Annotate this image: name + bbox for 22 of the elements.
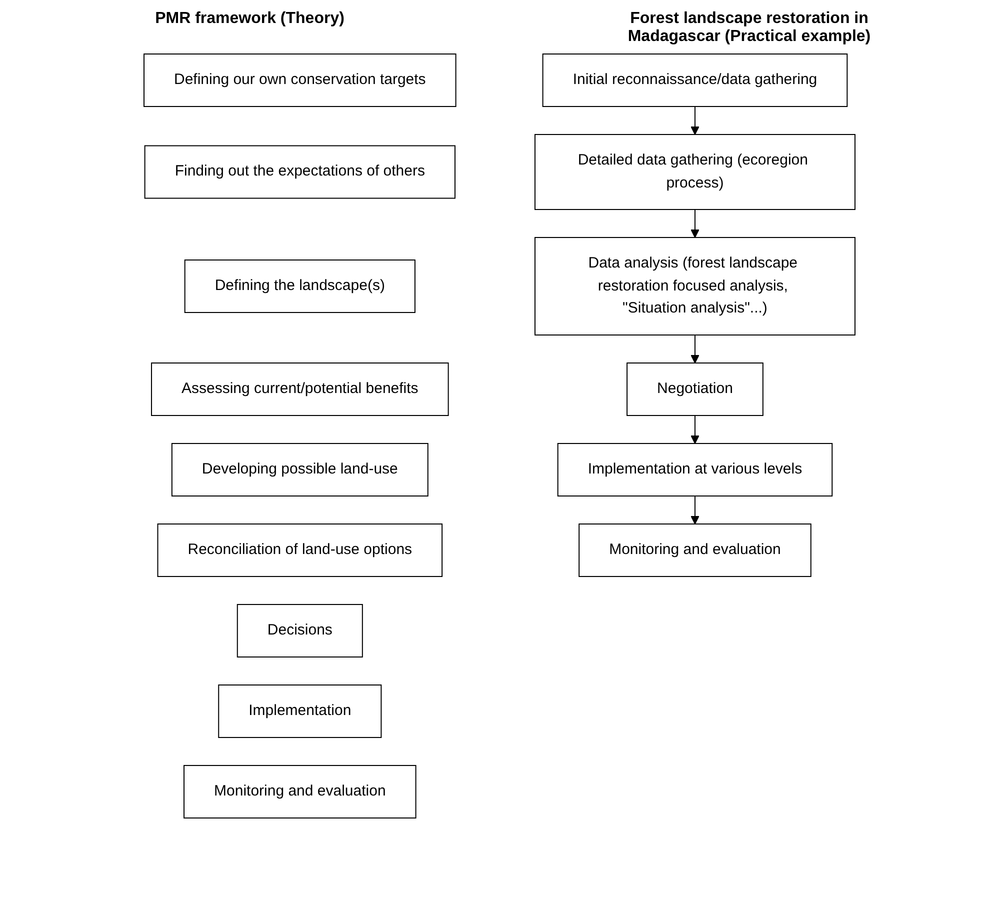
node-box: Implementation at various levels [557,443,833,496]
node-box: Developing possible land-use [171,443,428,496]
arrow [690,496,700,524]
node-box: Monitoring and evaluation [184,764,416,818]
node-box: Decisions [236,604,363,658]
node-box: Defining the landscape(s) [184,260,416,313]
arrow [690,209,700,238]
node-box: Defining our own conservation targets [144,54,456,107]
node-box: Finding out the expectations of others [144,145,456,199]
node-box: Data analysis (forest landscape restoration focused analysis, "Situation analysis"...) [534,237,856,336]
node-box: Reconciliation of land-use options [157,524,443,577]
arrow [690,415,700,444]
node-box: Negotiation [626,362,764,416]
node-box: Assessing current/potential benefits [151,362,449,416]
node-box: Monitoring and evaluation [578,524,812,577]
node-box: Detailed data gathering (ecoregion process) [534,134,856,210]
arrow [690,106,700,135]
column-heading: PMR framework (Theory) [154,10,346,29]
column-heading: Forest landscape restoration in Madagascar (Practical example) [626,10,872,46]
node-box: Initial reconnaissance/data gathering [542,54,848,107]
node-box: Implementation [218,684,382,738]
arrow [690,334,700,364]
